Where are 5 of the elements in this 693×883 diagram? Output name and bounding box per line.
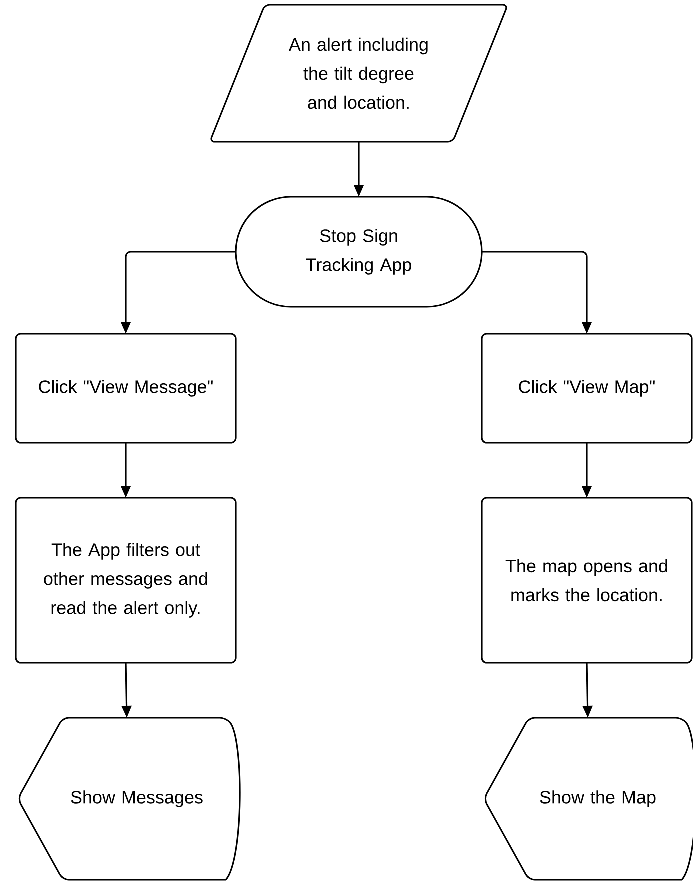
process-box: Click "View Map"	[481, 333, 693, 444]
input-parallelogram: An alert including the tilt degree and location.	[210, 4, 508, 143]
process-box: The map opens and marks the location.	[481, 497, 693, 664]
process-box: Click "View Message"	[15, 333, 237, 444]
process-box: The App filters out other messages and read the alert only.	[15, 497, 237, 664]
